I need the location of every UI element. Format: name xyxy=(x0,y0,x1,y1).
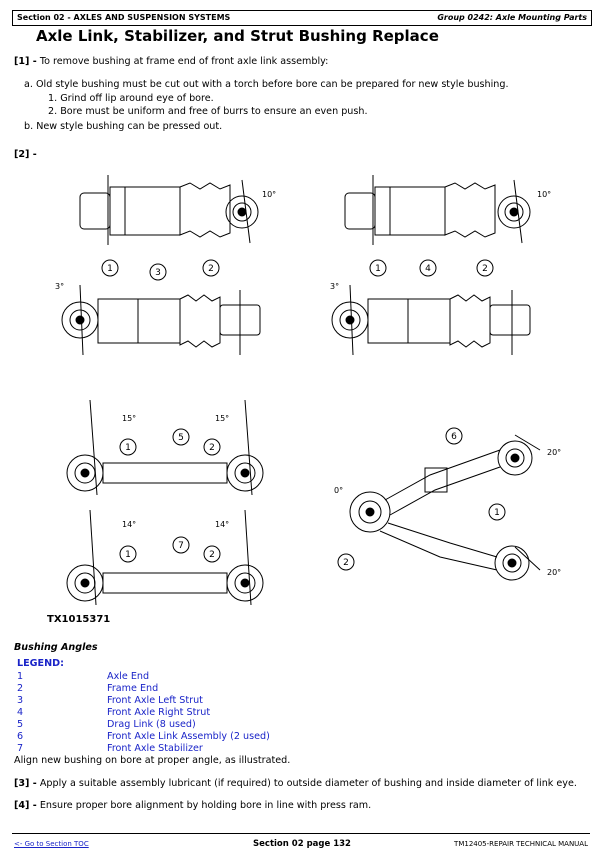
link-assembly-drawing xyxy=(349,434,541,581)
left-strut-drawing xyxy=(61,175,261,356)
callout: 2 xyxy=(203,545,221,563)
svg-text:2: 2 xyxy=(209,443,215,453)
go-to-section-toc-link[interactable]: <- Go to Section TOC xyxy=(14,840,89,848)
step-4-text: Ensure proper bore alignment by holding … xyxy=(39,800,372,811)
svg-text:1: 1 xyxy=(494,508,500,518)
svg-text:2: 2 xyxy=(209,550,215,560)
svg-text:3: 3 xyxy=(155,268,161,278)
callout: 5 xyxy=(172,428,190,446)
angle-label: 14° xyxy=(215,520,229,529)
step-1: [1] - To remove bushing at frame end of … xyxy=(14,56,328,67)
step-3: [3] - Apply a suitable assembly lubrican… xyxy=(14,778,577,789)
step-1-text: To remove bushing at frame end of front … xyxy=(39,56,329,67)
bushing-angles-figure: 10° 3° 10° 3° 15° 15° 14° 14° 20° 0° 20°… xyxy=(55,175,561,606)
callout: 2 xyxy=(337,553,355,571)
legend-number: 6 xyxy=(17,731,24,742)
svg-text:2: 2 xyxy=(482,264,488,274)
figure-caption: Bushing Angles xyxy=(14,642,98,653)
callout: 4 xyxy=(419,259,437,277)
angle-label: 20° xyxy=(547,568,561,577)
angle-label: 3° xyxy=(55,282,64,291)
step-2-number: [2] - xyxy=(14,149,37,160)
callout: 1 xyxy=(101,259,119,277)
legend-number: 3 xyxy=(17,695,24,706)
callout: 7 xyxy=(172,536,190,554)
callout: 1 xyxy=(488,503,506,521)
angle-label: 3° xyxy=(330,282,339,291)
angle-label: 0° xyxy=(334,486,343,495)
callout: 3 xyxy=(149,263,167,281)
stabilizer-drawing xyxy=(66,509,264,606)
figure-id: TX1015371 xyxy=(47,614,111,625)
angle-label: 10° xyxy=(537,190,551,199)
legend-number: 7 xyxy=(17,743,24,754)
step-4: [4] - Ensure proper bore alignment by ho… xyxy=(14,800,371,811)
footer-divider xyxy=(12,833,590,834)
page-header: Section 02 - AXLES AND SUSPENSION SYSTEM… xyxy=(12,10,592,26)
step-3-text: Apply a suitable assembly lubricant (if … xyxy=(39,778,577,789)
legend-description: Frame End xyxy=(107,683,159,694)
callout: 2 xyxy=(202,259,220,277)
angle-label: 10° xyxy=(262,190,276,199)
step-4-number: [4] - xyxy=(14,800,37,811)
right-strut-drawing xyxy=(331,175,531,356)
callout: 2 xyxy=(476,259,494,277)
drag-link-drawing xyxy=(66,399,264,496)
angle-label: 20° xyxy=(547,448,561,457)
step-1a-1: 1. Grind off lip around eye of bore. xyxy=(48,93,214,104)
step-3-number: [3] - xyxy=(14,778,37,789)
legend-description: Front Axle Right Strut xyxy=(107,707,211,718)
legend-description: Front Axle Left Strut xyxy=(107,695,203,706)
angle-label: 14° xyxy=(122,520,136,529)
step-1b: b. New style bushing can be pressed out. xyxy=(24,121,223,132)
angle-label: 15° xyxy=(122,414,136,423)
header-group: Group 0242: Axle Mounting Parts xyxy=(437,13,587,22)
step-1a: a. Old style bushing must be cut out wit… xyxy=(24,79,509,90)
align-note: Align new bushing on bore at proper angl… xyxy=(14,755,291,766)
legend-title: LEGEND: xyxy=(17,658,64,669)
legend-number: 4 xyxy=(17,707,24,718)
callout: 6 xyxy=(445,427,463,445)
svg-text:5: 5 xyxy=(178,433,184,443)
step-1-number: [1] - xyxy=(14,56,37,67)
callout: 1 xyxy=(119,545,137,563)
page-title: Axle Link, Stabilizer, and Strut Bushing… xyxy=(36,27,439,45)
svg-text:7: 7 xyxy=(178,541,184,551)
callout: 1 xyxy=(369,259,387,277)
legend-description: Front Axle Link Assembly (2 used) xyxy=(107,731,270,742)
legend-number: 5 xyxy=(17,719,24,730)
svg-text:2: 2 xyxy=(343,558,349,568)
manual-title: TM12405-REPAIR TECHNICAL MANUAL xyxy=(454,840,588,848)
legend-description: Drag Link (8 used) xyxy=(107,719,196,730)
legend-number: 1 xyxy=(17,671,24,682)
svg-text:2: 2 xyxy=(208,264,214,274)
callout: 1 xyxy=(119,438,137,456)
angle-label: 15° xyxy=(215,414,229,423)
svg-text:1: 1 xyxy=(107,264,113,274)
svg-text:1: 1 xyxy=(125,443,131,453)
svg-text:1: 1 xyxy=(125,550,131,560)
svg-text:1: 1 xyxy=(375,264,381,274)
svg-text:6: 6 xyxy=(451,432,457,442)
header-section: Section 02 - AXLES AND SUSPENSION SYSTEM… xyxy=(17,13,231,22)
step-1a-2: 2. Bore must be uniform and free of burr… xyxy=(48,106,368,117)
svg-text:4: 4 xyxy=(425,264,431,274)
page-number: Section 02 page 132 xyxy=(253,839,351,849)
legend-description: Axle End xyxy=(107,671,150,682)
legend-description: Front Axle Stabilizer xyxy=(107,743,203,754)
callout: 2 xyxy=(203,438,221,456)
legend-number: 2 xyxy=(17,683,24,694)
